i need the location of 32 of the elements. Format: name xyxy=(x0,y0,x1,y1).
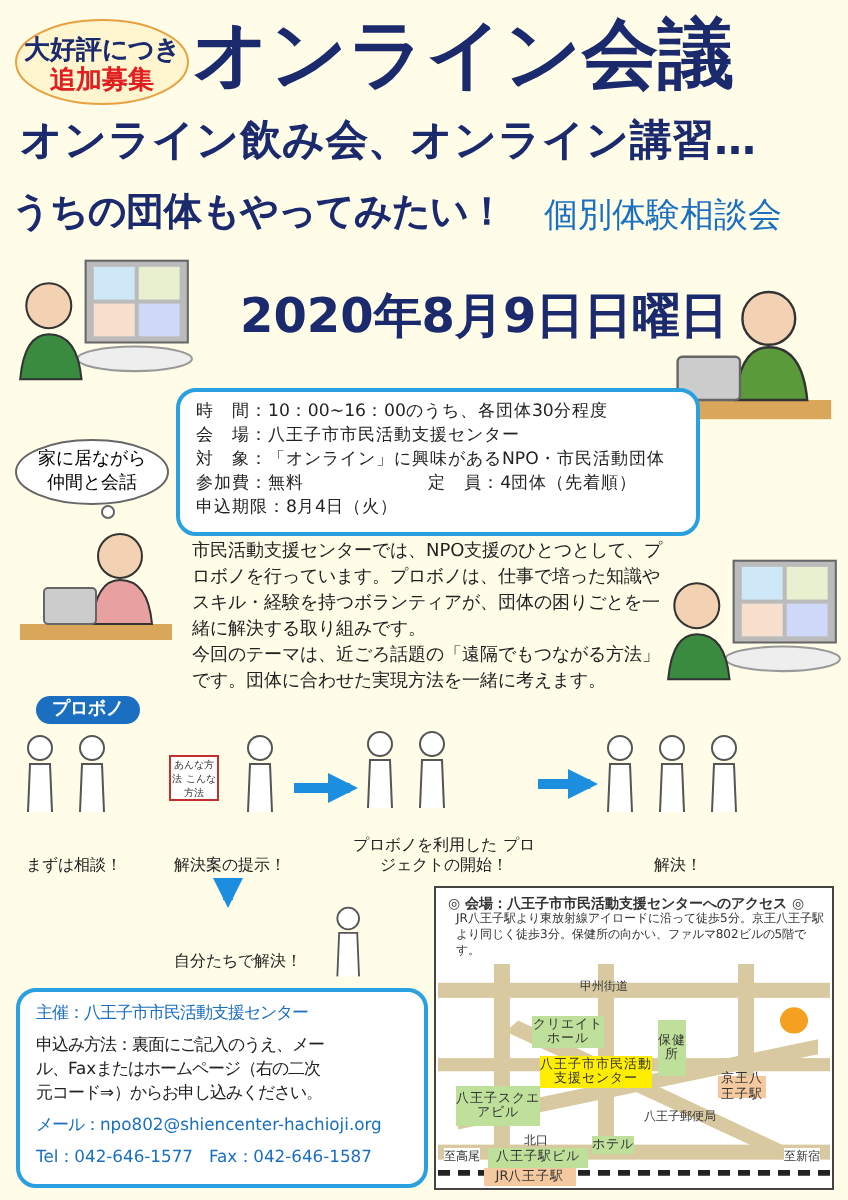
organizer-text: 主催：八王子市市民活動支援センター xyxy=(36,1000,310,1024)
detail-line: 時 間：10：00~16：00のうち、各団体30分程度 xyxy=(196,400,610,424)
step-caption: まずは相談！ xyxy=(24,856,124,876)
intro-paragraph: 今回のテーマは、近ごろ話題の「遠隔でもつながる方法」です。団体に合わせた実現方法を一緒に考えます。 xyxy=(192,644,662,696)
arrow xyxy=(294,773,358,803)
step-caption: プロボノを利用した プロジェクトの開始！ xyxy=(352,836,536,876)
headline: 個別体験相談会 xyxy=(544,194,782,238)
organizer-text: Tel：042-646-1577 Fax：042-646-1587 xyxy=(36,1144,374,1168)
intro-paragraph: 市民活動支援センターでは、NPO支援のひとつとして、プロボノを行っています。プロボノは、仕事で培った知識やスキル・経験を持つボランティアが、団体の困りごとを一緒に解決する取り組みです。 xyxy=(192,540,664,644)
organizer-text: メール：npo802@shiencenter-hachioji.org xyxy=(36,1112,384,1136)
arrow xyxy=(538,769,598,799)
step-caption: 解決案の提示！ xyxy=(172,856,288,876)
bubble-text: 家に居ながら仲間と会話 xyxy=(36,448,148,496)
step-caption: 自分たちで解決！ xyxy=(172,952,304,972)
headline: うちの団体もやってみたい！ xyxy=(12,188,506,238)
step-caption: 解決！ xyxy=(652,856,704,876)
detail-line: 参加費：無料 xyxy=(196,472,306,496)
arrow xyxy=(213,878,243,908)
access-map-panel xyxy=(434,886,834,1190)
organizer-text: 申込み方法：裏面にご記入のうえ、メール、Faxまたはホームページ（右の二次元コード⇒）からお申し込みください。 xyxy=(36,1032,326,1104)
bubble-text: 大好評につき xyxy=(22,34,182,66)
bubble-text: 追加募集 xyxy=(48,64,156,98)
title: オンライン会議 xyxy=(192,8,734,102)
date-heading: 2020年8月9日日曜日 xyxy=(240,286,729,348)
detail-line: 申込期限：8月4日（火） xyxy=(196,496,400,520)
detail-line: 対 象：「オンライン」に興味があるNPO・市民活動団体 xyxy=(196,448,667,472)
event-details-box xyxy=(176,388,700,536)
section-badge: プロボノ xyxy=(36,696,140,724)
organizer-box xyxy=(16,988,428,1188)
detail-line: 会 場：八王子市市民活動支援センター xyxy=(196,424,522,448)
subtitle: オンライン飲み会、オンライン講習… xyxy=(20,114,756,168)
detail-line: 定 員：4団体（先着順） xyxy=(428,472,640,496)
